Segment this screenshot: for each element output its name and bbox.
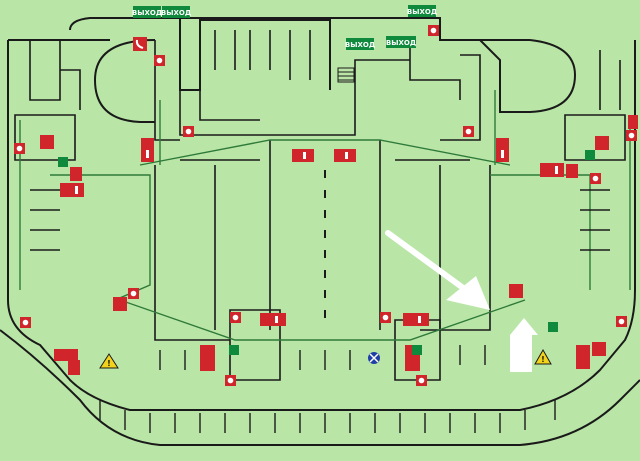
evacuation-arrow-icon: [385, 230, 490, 310]
fire-hose-icon: [595, 136, 609, 150]
fire-hose-icon: [54, 349, 78, 361]
fire-alarm-icon: [14, 143, 25, 154]
fire-hose-icon: [509, 284, 523, 298]
svg-text:!: !: [107, 359, 111, 368]
fire-alarm-icon: [230, 312, 241, 323]
fire-alarm-icon: [590, 173, 601, 184]
phone-icon: [133, 37, 147, 51]
fire-hose-icon: [68, 360, 80, 375]
fire-alarm-icon: [20, 317, 31, 328]
emergency-exit-icons: [58, 150, 595, 355]
fire-alarm-icon: [183, 126, 194, 137]
fire-alarm-icon: [225, 375, 236, 386]
fire-hose-icon: [260, 313, 286, 326]
fire-extinguisher-icon: [141, 138, 154, 162]
fire-alarm-icon: [380, 312, 391, 323]
exit-sign-2-label: ВЫХОД: [161, 9, 191, 17]
exit-sign-2: ВЫХОД: [161, 6, 191, 18]
fire-alarm-icon: [428, 25, 439, 36]
exit-sign-5: ВЫХОД: [386, 36, 416, 48]
exit-sign-1-label: ВЫХОД: [132, 9, 162, 17]
white-direction-marker: [510, 318, 538, 372]
fire-alarm-icon: [626, 130, 637, 141]
fire-hose-icon: [628, 115, 638, 129]
building-walls: [0, 17, 640, 446]
exit-sign-3: ВЫХОД: [407, 5, 437, 17]
fire-alarm-icon: [416, 375, 427, 386]
exit-sign-5-label: ВЫХОД: [386, 39, 416, 47]
exit-sign-3-label: ВЫХОД: [407, 8, 437, 16]
fire-alarm-icon: [128, 288, 139, 299]
fire-hose-icon: [540, 163, 564, 177]
warning-icon: !: [99, 353, 119, 369]
fire-extinguisher-icon: [496, 138, 509, 162]
fire-extinguisher-icon: [334, 149, 356, 162]
fire-hose-icon: [403, 313, 429, 326]
exit-sign-4: ВЫХОД: [345, 38, 375, 50]
fire-hose-icon: [576, 345, 590, 369]
fire-hose-icon: [113, 297, 127, 311]
warning-icon: !: [534, 348, 552, 365]
fire-alarm-icon: [463, 126, 474, 137]
fire-hose-icon: [200, 345, 215, 371]
interior-walls: [14, 30, 626, 381]
exit-sign-1: ВЫХОД: [132, 6, 162, 18]
fire-hose-icon: [592, 342, 606, 356]
fire-hose-icon: [70, 167, 82, 181]
fire-alarm-icon: [154, 55, 165, 66]
fire-extinguisher-icon: [292, 149, 314, 162]
fire-hose-icon: [566, 164, 578, 178]
svg-text:!: !: [541, 355, 545, 364]
you-are-here-icon: [368, 352, 380, 364]
exit-sign-4-label: ВЫХОД: [345, 41, 375, 49]
parking-stalls: [30, 189, 610, 433]
fire-hose-icon: [60, 183, 84, 197]
fire-alarm-icons: [14, 25, 637, 386]
fire-alarm-icon: [616, 316, 627, 327]
stairs-icon: [337, 67, 355, 83]
fire-hose-icon: [40, 135, 54, 149]
fire-extinguisher-icons: [40, 115, 638, 375]
